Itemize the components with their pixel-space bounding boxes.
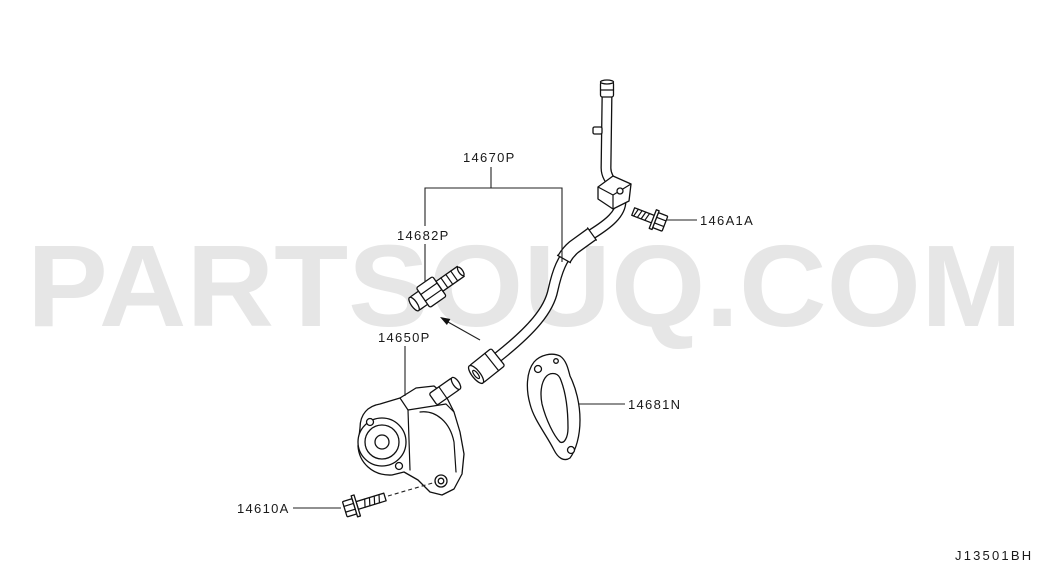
valve-hex-face-2: [424, 288, 443, 302]
pump-bolt-drawing: [342, 492, 387, 518]
callout-hose-bolt[interactable]: 146A1A: [700, 213, 754, 228]
assembly-arrow: [440, 317, 481, 341]
pump-bolt-hole: [437, 477, 445, 485]
gasket-cutout: [540, 372, 569, 444]
diagram-code: J13501BH: [955, 548, 1033, 563]
leader-14670P: [424, 167, 563, 262]
vacuum-pump-drawing: [357, 376, 465, 496]
bolt-insertion-path: [387, 481, 437, 497]
pump-outlet-nozzle: [429, 376, 462, 406]
vacuum-hose-drawing: [467, 79, 632, 385]
pump-mount-hole-2: [394, 461, 404, 471]
callout-vacuum-pump[interactable]: 14650P: [378, 330, 431, 345]
arrow-shaft: [447, 321, 481, 341]
pump-housing: [357, 385, 465, 496]
pump-side-contour: [419, 411, 457, 473]
gasket-hole-1: [533, 364, 543, 374]
hose-clamp-bracket: [597, 175, 632, 210]
valve-tip: [456, 266, 465, 277]
nozzle-tip: [450, 376, 462, 391]
valve-hex-face-1: [420, 282, 438, 296]
pump-shaft: [374, 434, 390, 450]
gasket-drawing: [526, 353, 581, 461]
gasket-hole-3: [553, 358, 559, 364]
bolt-threads: [364, 494, 381, 508]
hose-sleeve-cap-bottom: [556, 254, 572, 264]
callout-check-valve[interactable]: 14682P: [397, 228, 450, 243]
valve-barb-ridges: [440, 270, 459, 289]
hose-top-opening: [599, 79, 615, 85]
fitting-ridge: [484, 352, 500, 372]
bolt-shaft: [355, 492, 387, 510]
hose-sleeve-fill: [558, 228, 596, 263]
fitting-face: [467, 364, 485, 385]
bolt-threads: [633, 208, 651, 221]
valve-left-face: [408, 296, 420, 312]
check-valve-drawing: [408, 265, 465, 312]
hose-end-fitting: [467, 348, 505, 385]
hose-sleeve-cap-top: [586, 227, 598, 241]
gasket-hole-2: [566, 445, 576, 455]
pump-mount-hole-1: [365, 417, 375, 427]
bolt-hex-faces: [653, 216, 667, 228]
callout-gasket[interactable]: 14681N: [628, 397, 681, 412]
fitting-bore: [472, 369, 481, 380]
arrow-head: [440, 317, 451, 325]
hose-bolt-drawing: [631, 207, 669, 232]
hose-side-nipple: [592, 126, 603, 135]
callout-pump-bolt[interactable]: 14610A: [237, 501, 290, 516]
nozzle-ring: [438, 386, 448, 399]
hose-clamp-fold: [597, 183, 632, 210]
hose-clamp-hole: [616, 187, 624, 195]
pump-top-edge: [407, 403, 455, 413]
callout-hose-assembly[interactable]: 14670P: [463, 150, 516, 165]
bolt-hex-faces: [343, 502, 356, 513]
